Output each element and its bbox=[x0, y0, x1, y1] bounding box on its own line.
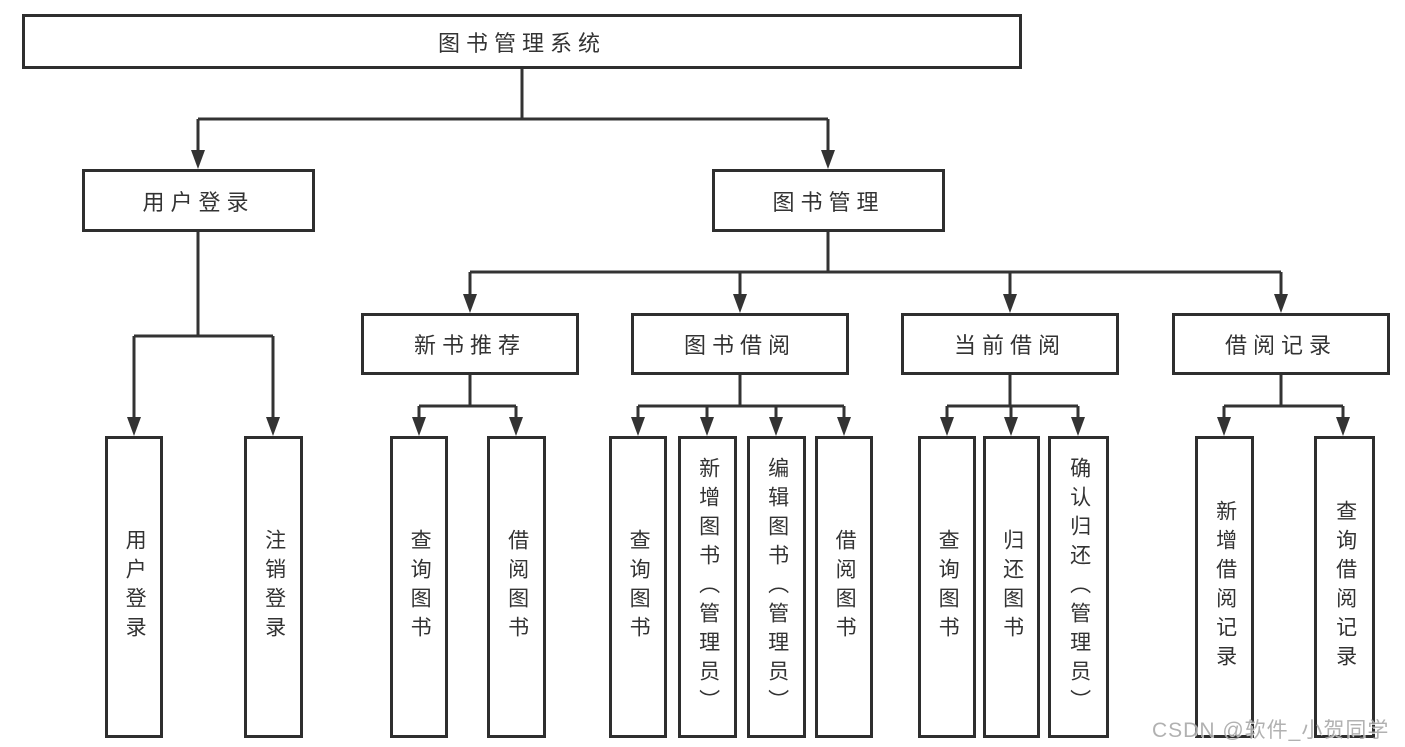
node-current-borrow: 当前借阅 bbox=[901, 313, 1119, 375]
leaf-query-books-borrow: 查询图书 bbox=[609, 436, 667, 738]
leaf-borrow-books-recommend: 借阅图书 bbox=[487, 436, 546, 738]
edge-currentborrow-to-leaves bbox=[945, 375, 1080, 422]
arrowhead bbox=[837, 417, 851, 436]
node-borrow-records: 借阅记录 bbox=[1172, 313, 1390, 375]
edge-root-to-level2 bbox=[196, 69, 830, 153]
arrowhead bbox=[733, 294, 747, 313]
arrowhead bbox=[1274, 294, 1288, 313]
arrowhead bbox=[1003, 294, 1017, 313]
node-library-system-root: 图书管理系统 bbox=[22, 14, 1022, 69]
arrowhead bbox=[940, 417, 954, 436]
arrowhead bbox=[1071, 417, 1085, 436]
arrowhead bbox=[463, 294, 477, 313]
arrowhead bbox=[769, 417, 783, 436]
leaf-edit-books-admin: 编辑图书（管理员） bbox=[747, 436, 806, 738]
leaf-confirm-return-admin: 确认归还（管理员） bbox=[1048, 436, 1109, 738]
leaf-logout: 注销登录 bbox=[244, 436, 303, 738]
node-new-book-recommend: 新书推荐 bbox=[361, 313, 579, 375]
arrowhead bbox=[191, 150, 205, 169]
edge-bookborrow-to-leaves bbox=[636, 375, 846, 422]
leaf-add-books-admin: 新增图书（管理员） bbox=[678, 436, 737, 738]
leaf-query-books-recommend: 查询图书 bbox=[390, 436, 448, 738]
arrowhead bbox=[509, 417, 523, 436]
node-book-management: 图书管理 bbox=[712, 169, 945, 232]
csdn-watermark: CSDN @软件_小贺同学 bbox=[1152, 719, 1390, 742]
arrowhead bbox=[821, 150, 835, 169]
leaf-query-borrow-record: 查询借阅记录 bbox=[1314, 436, 1375, 738]
arrowhead bbox=[1004, 417, 1018, 436]
leaf-user-login: 用户登录 bbox=[105, 436, 163, 738]
node-user-login: 用户登录 bbox=[82, 169, 315, 232]
edge-bookmgmt-to-level3 bbox=[468, 232, 1283, 297]
arrowhead bbox=[127, 417, 141, 436]
arrowhead bbox=[1217, 417, 1231, 436]
leaf-add-borrow-record: 新增借阅记录 bbox=[1195, 436, 1254, 738]
edge-userlogin-to-leaves bbox=[132, 232, 275, 420]
arrowhead bbox=[266, 417, 280, 436]
arrowhead bbox=[1336, 417, 1350, 436]
leaf-return-books: 归还图书 bbox=[983, 436, 1040, 738]
edge-records-to-leaves bbox=[1222, 375, 1345, 422]
arrowhead bbox=[412, 417, 426, 436]
arrowhead bbox=[700, 417, 714, 436]
edge-newbook-to-leaves bbox=[417, 375, 518, 422]
leaf-borrow-books: 借阅图书 bbox=[815, 436, 873, 738]
arrowhead bbox=[631, 417, 645, 436]
leaf-query-books-current: 查询图书 bbox=[918, 436, 976, 738]
node-book-borrow: 图书借阅 bbox=[631, 313, 849, 375]
